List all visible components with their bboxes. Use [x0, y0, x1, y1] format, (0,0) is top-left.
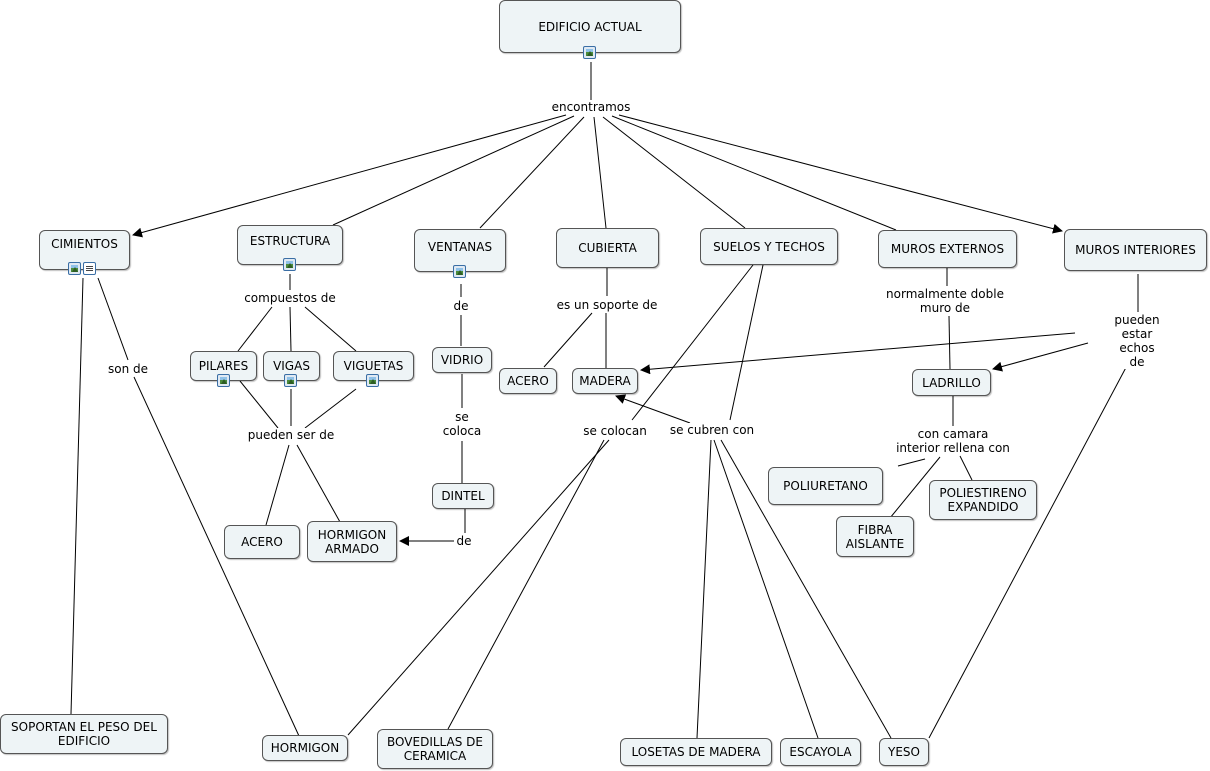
node-dintel[interactable]: DINTEL — [432, 483, 494, 509]
node-label: VIDRIO — [440, 353, 484, 367]
node-label: EDIFICIO ACTUAL — [538, 19, 642, 34]
node-label: VIGAS — [273, 359, 310, 373]
image-resource-icon[interactable] — [217, 374, 230, 387]
node-ventanas[interactable]: VENTANAS — [414, 229, 506, 272]
node-label: PILARES — [198, 359, 249, 373]
node-acero-estructura[interactable]: ACERO — [224, 525, 300, 559]
node-label: POLIURETANO — [783, 479, 868, 493]
node-muros-interiores[interactable]: MUROS INTERIORES — [1064, 229, 1207, 271]
image-resource-icon[interactable] — [583, 46, 596, 59]
node-hormigon[interactable]: HORMIGON — [262, 735, 348, 761]
node-yeso[interactable]: YESO — [879, 738, 929, 766]
node-label: LADRILLO — [922, 375, 981, 390]
node-vigas[interactable]: VIGAS — [263, 351, 320, 381]
node-label: YESO — [888, 745, 920, 759]
node-label: LOSETAS DE MADERA — [631, 745, 761, 759]
phrase-con-camara[interactable]: con camara interior rellena con — [894, 427, 1012, 455]
node-label: BOVEDILLAS DE CERAMICA — [387, 735, 483, 763]
phrase-encontramos[interactable]: encontramos — [549, 100, 633, 114]
phrase-se-colocan[interactable]: se colocan — [581, 424, 649, 438]
node-label: ACERO — [241, 535, 283, 549]
node-acero-cubierta[interactable]: ACERO — [499, 368, 557, 394]
node-fibra-aislante[interactable]: FIBRA AISLANTE — [836, 516, 914, 557]
node-estructura[interactable]: ESTRUCTURA — [237, 225, 343, 265]
phrase-pueden-estar-echos[interactable]: pueden estar echos de — [1100, 313, 1174, 369]
node-soportan[interactable]: SOPORTAN EL PESO DEL EDIFICIO — [0, 714, 168, 754]
phrase-de-ventanas[interactable]: de — [451, 299, 471, 313]
node-muros-externos[interactable]: MUROS EXTERNOS — [878, 230, 1017, 268]
node-label: DINTEL — [441, 489, 485, 503]
node-label: HORMIGON — [270, 741, 340, 755]
node-poliuretano[interactable]: POLIURETANO — [768, 467, 883, 505]
node-edificio-actual[interactable]: EDIFICIO ACTUAL — [499, 0, 681, 53]
node-suelos-techos[interactable]: SUELOS Y TECHOS — [700, 228, 838, 265]
image-resource-icon[interactable] — [453, 265, 466, 278]
phrase-es-un-soporte-de[interactable]: es un soporte de — [554, 298, 660, 312]
document-resource-icon[interactable] — [83, 262, 96, 275]
node-hormigon-armado[interactable]: HORMIGON ARMADO — [307, 521, 397, 562]
node-label: FIBRA AISLANTE — [845, 522, 905, 551]
node-label: ESCAYOLA — [789, 745, 852, 759]
node-poliestireno[interactable]: POLIESTIRENO EXPANDIDO — [929, 480, 1037, 520]
node-label: SUELOS Y TECHOS — [713, 239, 825, 254]
node-label: VENTANAS — [427, 239, 493, 254]
node-label: MUROS INTERIORES — [1075, 243, 1196, 257]
image-resource-icon[interactable] — [283, 258, 296, 271]
node-label: MUROS EXTERNOS — [890, 242, 1005, 256]
node-bovedillas[interactable]: BOVEDILLAS DE CERAMICA — [377, 729, 493, 769]
image-resource-icon[interactable] — [284, 374, 297, 387]
node-label: MADERA — [579, 374, 631, 388]
phrase-pueden-ser-de[interactable]: pueden ser de — [245, 428, 337, 442]
phrase-son-de[interactable]: son de — [105, 362, 151, 376]
node-label: CIMIENTOS — [51, 237, 118, 251]
node-label: VIGUETAS — [343, 359, 404, 373]
phrase-de-dintel[interactable]: de — [454, 534, 474, 548]
node-cubierta[interactable]: CUBIERTA — [556, 228, 659, 268]
node-label: ACERO — [507, 374, 549, 388]
phrase-normalmente-doble[interactable]: normalmente doble muro de — [884, 287, 1006, 315]
node-ladrillo[interactable]: LADRILLO — [912, 369, 991, 396]
node-label: HORMIGON ARMADO — [317, 527, 387, 556]
node-escayola[interactable]: ESCAYOLA — [780, 738, 861, 766]
phrase-se-coloca[interactable]: se coloca — [440, 410, 484, 438]
node-vidrio[interactable]: VIDRIO — [432, 347, 492, 373]
image-resource-icon[interactable] — [68, 262, 81, 275]
node-losetas[interactable]: LOSETAS DE MADERA — [620, 738, 772, 766]
phrase-se-cubren-con[interactable]: se cubren con — [667, 423, 757, 437]
node-label: ESTRUCTURA — [249, 234, 331, 248]
image-resource-icon[interactable] — [366, 374, 379, 387]
node-label: SOPORTAN EL PESO DEL EDIFICIO — [11, 720, 157, 748]
node-label: CUBIERTA — [578, 241, 637, 255]
phrase-compuestos-de[interactable]: compuestos de — [242, 291, 338, 305]
node-madera[interactable]: MADERA — [572, 368, 638, 394]
node-label: POLIESTIRENO EXPANDIDO — [939, 486, 1027, 514]
